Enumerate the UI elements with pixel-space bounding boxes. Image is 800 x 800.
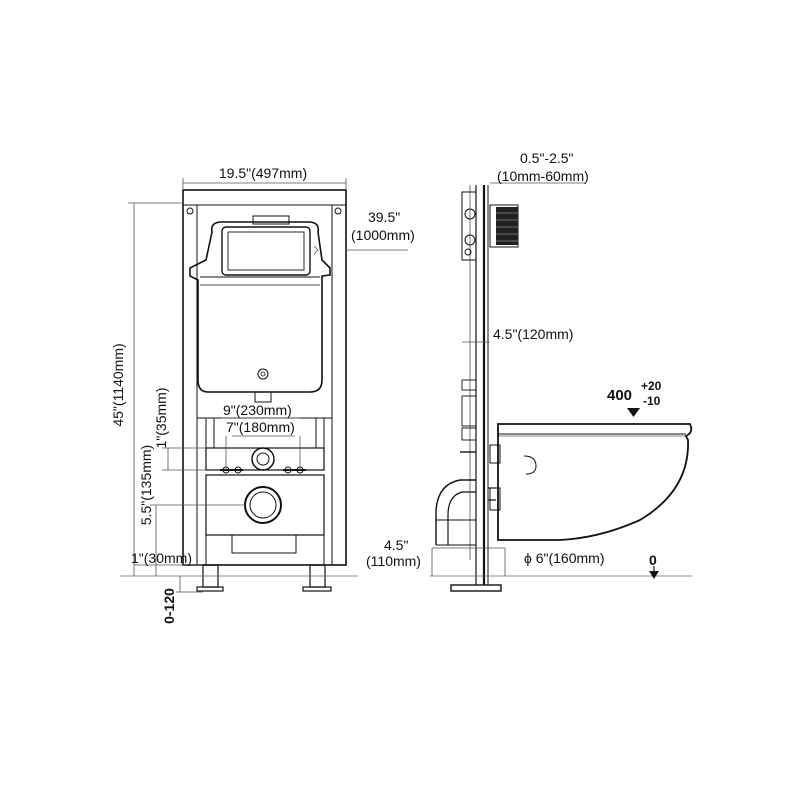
foot-label: 1"(30mm)	[131, 550, 192, 566]
seat-height-arrow	[627, 408, 640, 417]
front-height-label: 45"(1140mm)	[110, 343, 126, 426]
front-width-label: 19.5"(497mm)	[219, 165, 307, 181]
seat-height-minus: -10	[643, 394, 661, 408]
flush-plate	[489, 204, 519, 248]
wall-hung-toilet	[489, 423, 693, 541]
drain-elbow	[435, 479, 496, 546]
outlet-height-label: 5.5"(135mm)	[138, 445, 154, 525]
zero-arrow	[649, 571, 659, 579]
inlet-pipe	[251, 447, 275, 471]
side-cistern	[461, 191, 477, 261]
wall-gap-label-line1: 0.5"-2.5"	[520, 150, 574, 166]
lower-assembly	[197, 417, 332, 565]
frame-depth-label: 4.5"(120mm)	[493, 326, 573, 342]
seat-height-main: 400	[607, 387, 632, 404]
front-frame	[182, 189, 347, 566]
zero-label: 0	[649, 552, 657, 568]
inner-spacing-label: 7"(180mm)	[226, 419, 295, 435]
outer-spacing-label: 9"(230mm)	[223, 402, 292, 418]
front-depth-label-line1: 39.5"	[368, 209, 400, 225]
front-view: 19.5"(497mm) 45"(1140mm) 39.5" (1000mm) …	[110, 165, 415, 624]
pipe-height-label-line2: (110mm)	[366, 553, 421, 569]
small-offset-label: 1"(35mm)	[153, 388, 169, 449]
side-view: 0.5"-2.5" (10mm-60mm) 4.5"(120mm)	[366, 150, 693, 592]
seat-height-plus: +20	[641, 379, 662, 393]
pipe-height-label-line1: 4.5"	[384, 537, 408, 553]
pipe-diameter-label: ϕ 6"(160mm)	[524, 550, 605, 566]
front-depth-label-line2: (1000mm)	[351, 227, 415, 243]
wall-gap-label-line2: (10mm-60mm)	[497, 168, 589, 184]
side-foot	[450, 584, 502, 592]
frame-feet	[196, 564, 332, 592]
adjust-label: 0-120	[161, 588, 177, 624]
cistern-tank	[189, 215, 331, 393]
